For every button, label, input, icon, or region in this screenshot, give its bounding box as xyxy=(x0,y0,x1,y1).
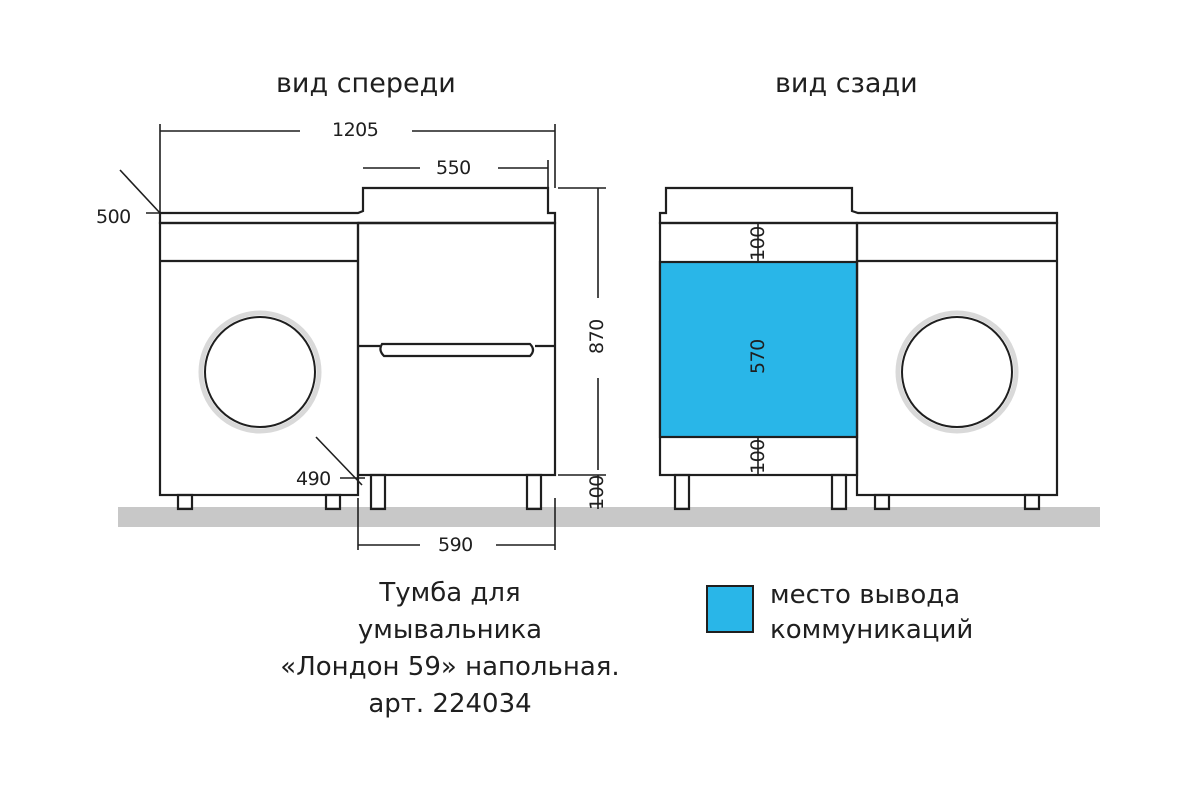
dimension-legs-height: 100 xyxy=(586,475,608,510)
washing-machine-door-inner xyxy=(204,316,316,428)
machine-foot-right xyxy=(324,493,342,511)
caption-line-2: умывальника xyxy=(357,615,543,645)
front-dimension-lines xyxy=(119,124,606,550)
front-countertop xyxy=(158,186,557,225)
dimension-rear-top-band: 100 xyxy=(747,226,769,261)
legend-text: место вывода коммуникаций xyxy=(770,578,973,648)
product-caption: Тумба для умывальника «Лондон 59» наполь… xyxy=(240,575,660,723)
machine-foot-left xyxy=(176,493,194,511)
dimension-rear-opening: 570 xyxy=(747,339,769,374)
dimension-total-height: 870 xyxy=(586,319,608,354)
vanity-cabinet-body xyxy=(356,221,557,477)
caption-line-1: Тумба для xyxy=(379,578,521,608)
rear-machine-foot-left xyxy=(873,493,891,511)
washing-machine-door-icon xyxy=(198,310,322,434)
back-view xyxy=(658,186,1059,511)
back-view-title: вид сзади xyxy=(775,68,918,99)
front-view xyxy=(158,186,557,511)
dimension-cabinet-top-width: 550 xyxy=(436,157,471,179)
washing-machine-body xyxy=(158,221,360,497)
cabinet-leg-right xyxy=(525,473,543,511)
rear-washing-machine-door-icon xyxy=(895,310,1019,434)
dimension-base-width: 590 xyxy=(438,534,473,556)
legend-swatch-communications xyxy=(706,585,754,633)
rear-cabinet-leg-left xyxy=(673,473,691,511)
caption-line-3: «Лондон 59» напольная. xyxy=(280,652,620,682)
dimension-machine-depth: 500 xyxy=(96,206,131,228)
floor-line xyxy=(118,507,1100,527)
dimension-total-width: 1205 xyxy=(332,119,379,141)
legend-line-1: место вывода xyxy=(770,580,961,610)
caption-line-4: арт. 224034 xyxy=(368,689,532,719)
rear-cabinet-top xyxy=(658,186,1059,225)
rear-machine-foot-right xyxy=(1023,493,1041,511)
rear-cabinet-leg-right xyxy=(830,473,848,511)
dimension-machine-clearance: 490 xyxy=(296,468,331,490)
front-view-title: вид спереди xyxy=(276,68,456,99)
cabinet-drawer-handle xyxy=(379,342,535,358)
dimension-rear-bottom-band: 100 xyxy=(747,439,769,474)
legend-line-2: коммуникаций xyxy=(770,615,974,645)
rear-washing-machine-body xyxy=(855,221,1059,497)
cabinet-leg-left xyxy=(369,473,387,511)
rear-washing-machine-door-inner xyxy=(901,316,1013,428)
